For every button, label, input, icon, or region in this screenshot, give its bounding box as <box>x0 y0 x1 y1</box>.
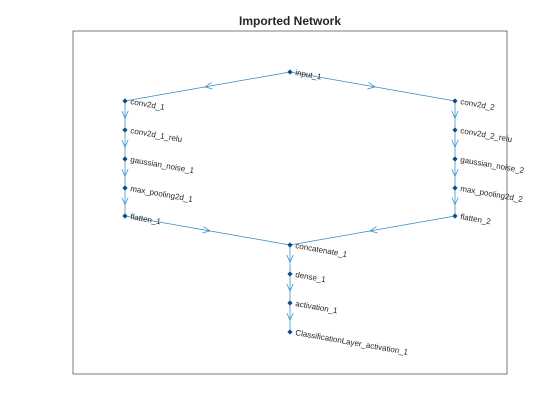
node-marker-flatten_1[interactable] <box>122 213 128 219</box>
node-marker-concatenate_1[interactable] <box>287 242 293 248</box>
arrowhead-input_1-to-conv2d_1 <box>204 82 213 90</box>
edge-flatten_1-to-concatenate_1 <box>124 215 291 246</box>
arrowhead-gaussian_noise_1-to-max_pooling2d_1 <box>121 168 129 177</box>
node-marker-max_pooling2d_1[interactable] <box>122 185 128 191</box>
edge-flatten_2-to-concatenate_1 <box>289 215 456 246</box>
arrowhead-input_1-to-conv2d_2 <box>367 82 376 90</box>
node-marker-max_pooling2d_2[interactable] <box>452 185 458 191</box>
arrowhead-dense_1-to-activation_1 <box>286 283 294 292</box>
arrowhead-max_pooling2d_2-to-flatten_2 <box>451 197 459 206</box>
node-marker-dense_1[interactable] <box>287 271 293 277</box>
arrowhead-conv2d_2_relu-to-gaussian_noise_2 <box>451 139 459 148</box>
arrowhead-conv2d_1-to-conv2d_1_relu <box>121 110 129 119</box>
figure-title: Imported Network <box>239 14 341 28</box>
node-marker-flatten_2[interactable] <box>452 213 458 219</box>
edges-layer <box>121 71 459 332</box>
arrowhead-conv2d_2-to-conv2d_2_relu <box>451 110 459 119</box>
node-marker-conv2d_1_relu[interactable] <box>122 127 128 133</box>
nodes-layer <box>122 69 458 335</box>
arrowhead-activation_1-to-ClassificationLayer_activation_1 <box>286 312 294 321</box>
arrowhead-max_pooling2d_1-to-flatten_1 <box>121 197 129 206</box>
node-marker-input_1[interactable] <box>287 69 293 75</box>
arrowhead-conv2d_1_relu-to-gaussian_noise_1 <box>121 139 129 148</box>
node-marker-gaussian_noise_2[interactable] <box>452 156 458 162</box>
edge-input_1-to-conv2d_2 <box>289 71 456 102</box>
node-marker-conv2d_2[interactable] <box>452 98 458 104</box>
arrowhead-flatten_2-to-concatenate_1 <box>369 226 378 234</box>
node-marker-ClassificationLayer_activation_1[interactable] <box>287 329 293 335</box>
node-marker-activation_1[interactable] <box>287 300 293 306</box>
arrowhead-flatten_1-to-concatenate_1 <box>202 226 211 234</box>
node-marker-gaussian_noise_1[interactable] <box>122 156 128 162</box>
node-marker-conv2d_1[interactable] <box>122 98 128 104</box>
node-marker-conv2d_2_relu[interactable] <box>452 127 458 133</box>
arrowhead-concatenate_1-to-dense_1 <box>286 254 294 263</box>
arrowhead-gaussian_noise_2-to-max_pooling2d_2 <box>451 168 459 177</box>
edge-input_1-to-conv2d_1 <box>124 71 291 102</box>
